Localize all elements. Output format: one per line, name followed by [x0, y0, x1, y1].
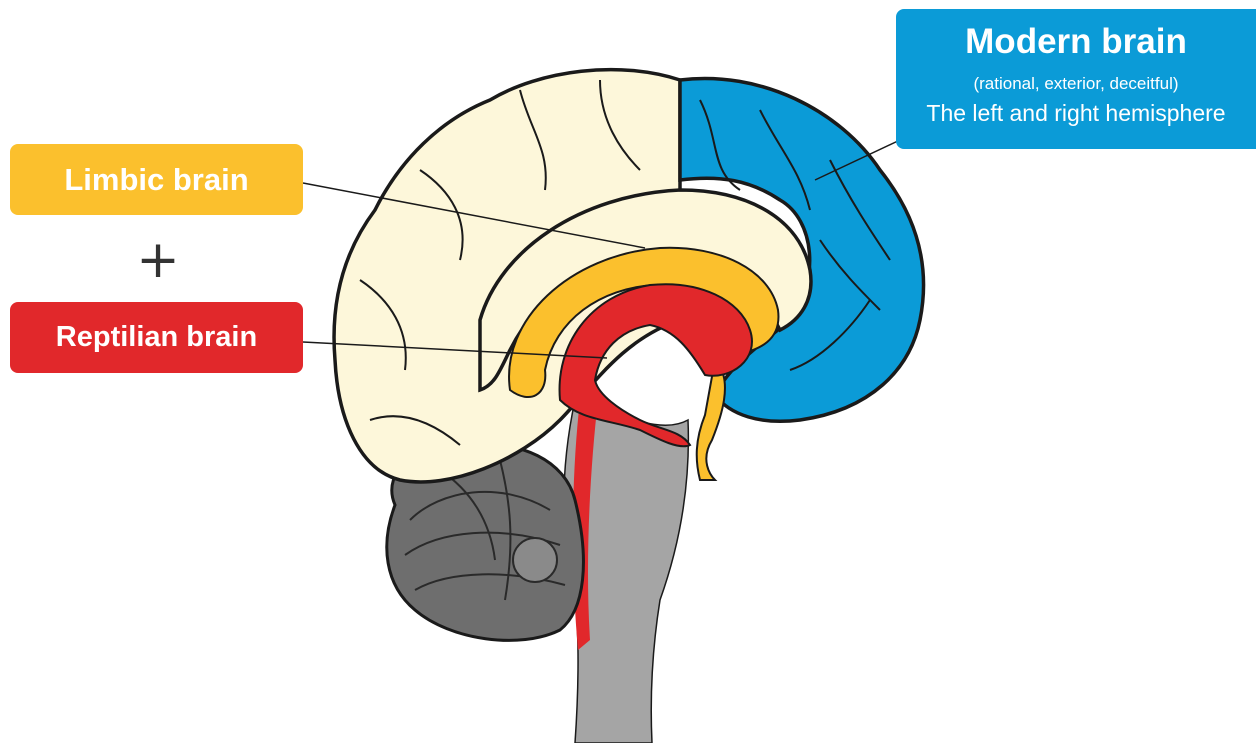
modern-brain-subtitle: (rational, exterior, deceitful) — [896, 71, 1256, 97]
reptilian-brain-label: Reptilian brain — [10, 302, 303, 373]
plus-sign: + — [130, 232, 186, 288]
limbic-brain-label: Limbic brain — [10, 144, 303, 215]
modern-brain-label: Modern brain (rational, exterior, deceit… — [896, 9, 1256, 149]
modern-brain-title: Modern brain — [896, 19, 1256, 65]
modern-brain-description: The left and right hemisphere — [896, 97, 1256, 129]
limbic-brain-title: Limbic brain — [64, 162, 248, 198]
reptilian-brain-title: Reptilian brain — [56, 321, 257, 354]
